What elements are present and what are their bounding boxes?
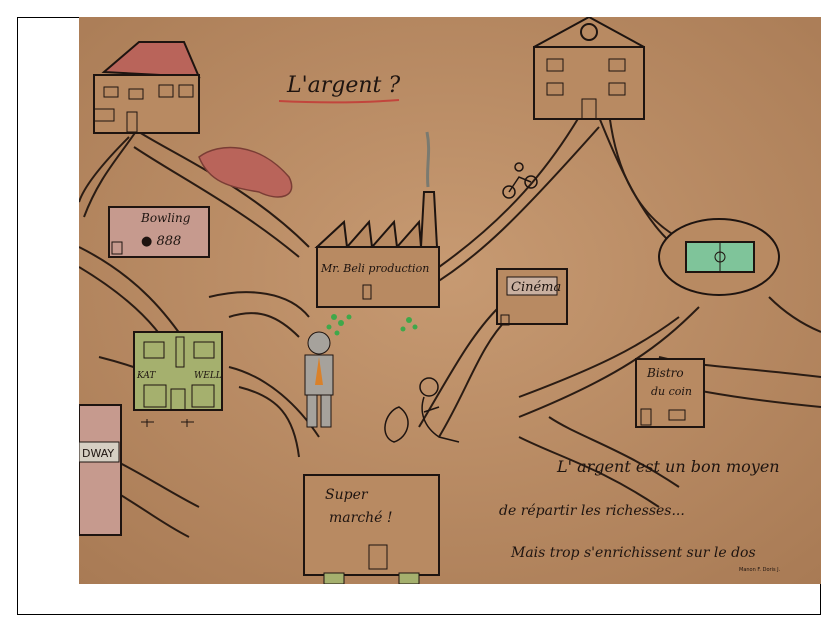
- poor-person-figure: [384, 377, 460, 443]
- caption-block: L' argent est un bon moyen de répartir l…: [499, 457, 781, 573]
- bistro-label-2: du coin: [651, 385, 692, 398]
- stadium-drawing: [658, 218, 780, 296]
- caption-line-3: Mais trop s'enrichissent sur le dos: [510, 545, 756, 561]
- bistro-building: Bistro du coin: [635, 358, 705, 428]
- bowling-marks: ● 888: [141, 234, 181, 249]
- caption-line-1: L' argent est un bon moyen: [556, 457, 780, 476]
- house-top-left: [93, 41, 201, 134]
- bowling-building: Bowling ● 888: [108, 206, 210, 258]
- title-text: L'argent ?: [286, 73, 400, 98]
- house-tag-left: KAT: [136, 371, 156, 381]
- businessman-figure: [304, 331, 334, 428]
- supermarket-label-1: Super: [325, 487, 369, 503]
- factory-building: Mr. Beli production: [314, 131, 440, 308]
- cinema-building: Cinéma: [496, 268, 568, 326]
- hand-drawn-map: L'argent ? Bowling ● 888 Mr. Beli produc…: [79, 17, 821, 584]
- broadway-sign: DWAY: [82, 447, 114, 460]
- factory-label: Mr. Beli production: [320, 262, 429, 275]
- house-top-right: [533, 17, 645, 120]
- house-tag-right: WELL: [194, 371, 222, 381]
- drawing-photo: L'argent ? Bowling ● 888 Mr. Beli produc…: [79, 17, 821, 584]
- bike-drawing: [502, 162, 538, 199]
- caption-line-2: de répartir les richesses...: [499, 503, 685, 519]
- broadway-building: DWAY: [79, 404, 122, 536]
- bowling-label: Bowling: [140, 211, 191, 225]
- money-drawing: [326, 314, 418, 336]
- signature: Manon F. Doris J.: [739, 567, 781, 573]
- apartment-building: KAT WELL: [133, 331, 223, 427]
- supermarket-label-2: marché !: [329, 510, 393, 526]
- cinema-label: Cinéma: [511, 280, 561, 295]
- car-drawing: [198, 146, 293, 198]
- supermarket-building: Super marché !: [303, 474, 440, 576]
- bistro-label-1: Bistro: [646, 366, 684, 380]
